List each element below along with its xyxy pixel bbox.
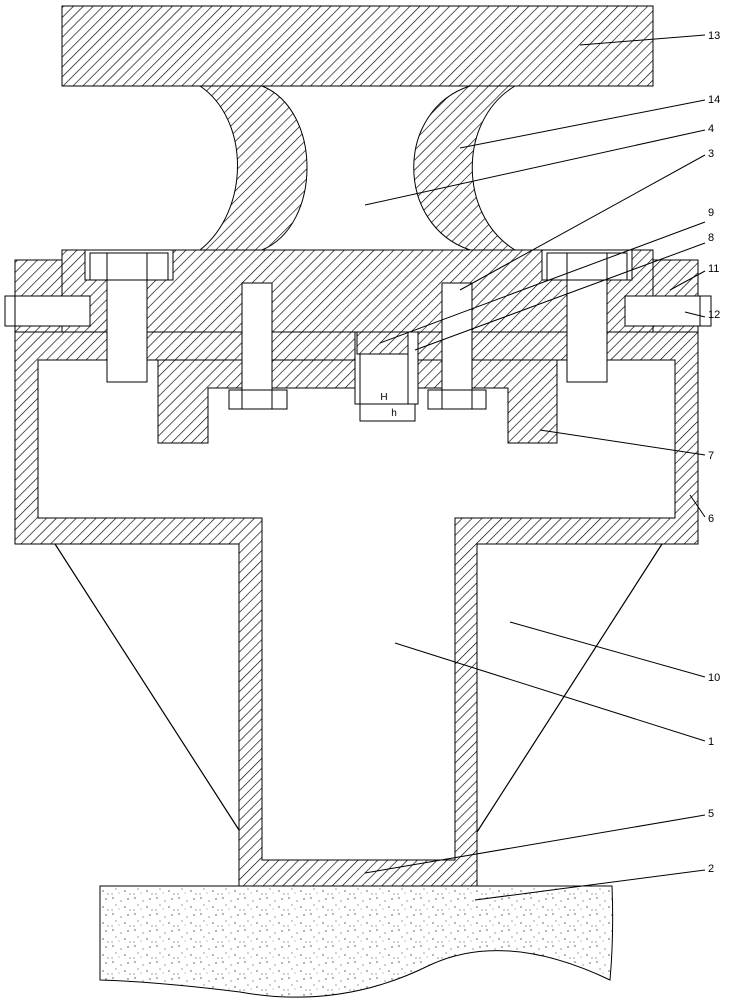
dimension-h: h — [391, 408, 397, 419]
pin-gauge-H — [359, 353, 409, 405]
label-5: 5 — [708, 808, 714, 820]
pin-gauge-h — [359, 403, 416, 422]
part-12-left-bolt — [4, 295, 91, 327]
right-long-bolt — [566, 279, 608, 383]
label-14: 14 — [708, 94, 720, 106]
inner-right-bolt — [441, 282, 473, 392]
label-10: 10 — [708, 672, 720, 684]
dimension-H: H — [380, 392, 387, 403]
inner-right-nut — [427, 389, 487, 410]
inner-left-nut — [228, 389, 288, 410]
part-2-foundation — [99, 885, 614, 998]
part-12-right-bolt — [624, 295, 712, 327]
left-long-bolt — [106, 279, 148, 383]
part-14-left-support — [198, 85, 308, 251]
left-bolt-head — [89, 252, 169, 281]
label-13: 13 — [708, 30, 720, 42]
label-4: 4 — [708, 123, 714, 135]
label-1: 1 — [708, 736, 714, 748]
label-7: 7 — [708, 450, 714, 462]
label-12: 12 — [708, 309, 720, 321]
part-14-right-support — [413, 85, 517, 251]
label-9: 9 — [708, 207, 714, 219]
label-2: 2 — [708, 863, 714, 875]
label-11: 11 — [708, 263, 719, 275]
label-8: 8 — [708, 232, 714, 244]
part-10-right-strut — [476, 543, 663, 833]
part-6-box-frame — [14, 331, 699, 887]
label-3: 3 — [708, 148, 714, 160]
part-10-left-strut — [54, 543, 240, 831]
part-13-top-plate — [61, 5, 654, 87]
label-6: 6 — [708, 513, 714, 525]
inner-left-bolt — [241, 282, 273, 392]
